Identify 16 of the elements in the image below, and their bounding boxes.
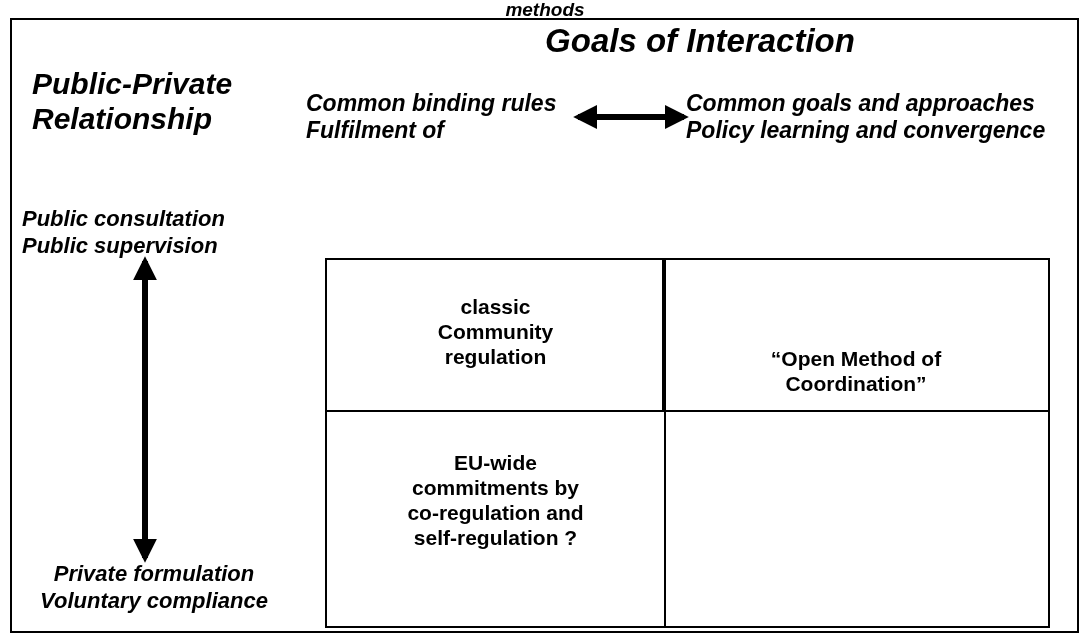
matrix-cell bbox=[325, 410, 666, 628]
column-heading: Goals of Interaction bbox=[544, 22, 856, 60]
matrix-cell bbox=[664, 410, 1050, 628]
double-arrow bbox=[133, 256, 157, 563]
double-arrow bbox=[573, 105, 689, 129]
criterion-text: Public consultation Public supervision bbox=[22, 206, 225, 258]
cell-text: EU-wide commitments by co-regulation and self-regulation ? bbox=[406, 450, 585, 550]
criterion-text: Private formulation Voluntary compliance bbox=[40, 561, 268, 613]
criterion-text: Common goals and approaches Policy learning and convergence bbox=[686, 90, 1046, 143]
heading-text: methods bbox=[504, 0, 586, 19]
matrix-cell bbox=[325, 258, 666, 412]
matrix-cell bbox=[662, 258, 1050, 412]
row-heading: Public-Private Relationship bbox=[32, 66, 234, 136]
criterion-text: Common binding rules Fulfilment of bbox=[306, 90, 557, 143]
cell-text: “Open Method of Coordination” bbox=[769, 346, 943, 396]
cell-text: classic Community regulation bbox=[436, 294, 555, 369]
